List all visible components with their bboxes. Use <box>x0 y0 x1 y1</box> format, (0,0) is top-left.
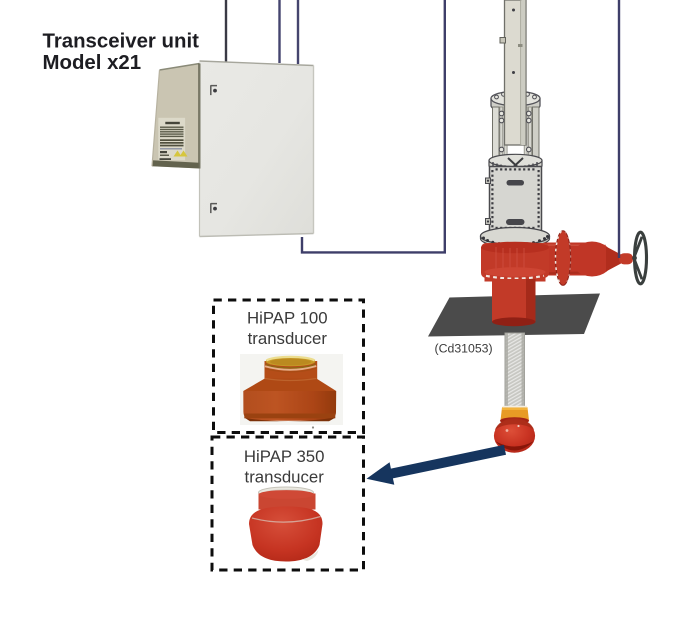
svg-text:(Cd31053): (Cd31053) <box>435 342 493 356</box>
svg-text:transducer: transducer <box>248 329 328 348</box>
svg-text:Model x21: Model x21 <box>43 52 142 74</box>
svg-text:transducer: transducer <box>245 468 325 487</box>
svg-text:HiPAP 100: HiPAP 100 <box>247 309 328 328</box>
svg-text:Transceiver unit: Transceiver unit <box>43 31 200 53</box>
svg-text:HiPAP 350: HiPAP 350 <box>244 447 325 466</box>
